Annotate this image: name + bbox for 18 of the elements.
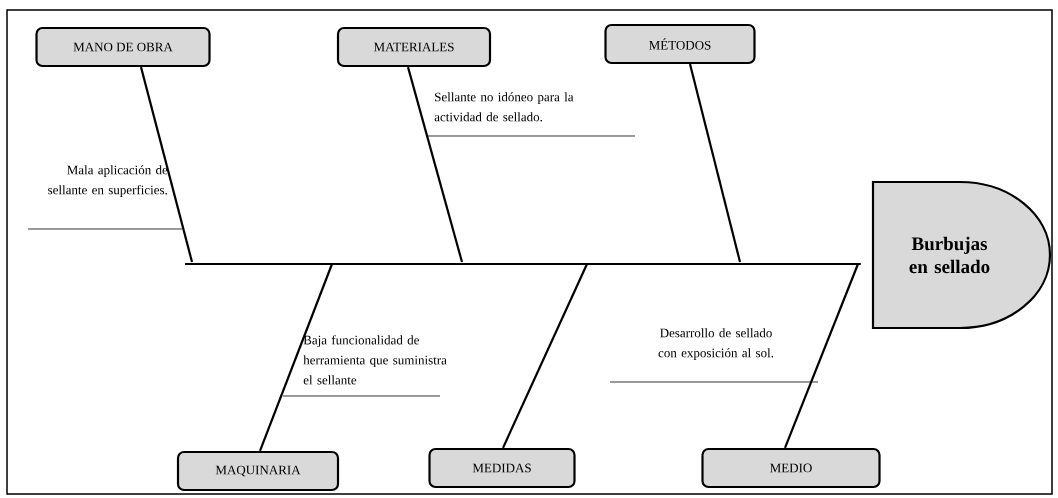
category-box: MÉTODOS	[604, 23, 756, 65]
cause-text: Mala aplicación de sellante en superficies.	[27, 165, 183, 230]
category-box: MATERIALES	[336, 26, 492, 68]
bone-line	[502, 263, 588, 449]
cause-text: Sellante no idóneo para la actividad de sellado.	[427, 92, 636, 137]
effect-head: Burbujas en sellado	[871, 180, 1052, 330]
category-box: MAQUINARIA	[176, 450, 340, 492]
category-box: MANO DE OBRA	[35, 26, 211, 68]
bone-line	[406, 66, 464, 263]
bone-line	[783, 263, 860, 449]
bone-line	[185, 262, 861, 266]
bone-line	[688, 63, 742, 263]
category-box: MEDIDAS	[428, 447, 576, 489]
category-box: MEDIO	[701, 447, 881, 489]
cause-text: Desarrollo de sellado con exposición al sol.	[609, 328, 819, 383]
bone-line	[139, 66, 194, 263]
cause-text: Baja funcionalidad de herramienta que suministra el sellante	[282, 335, 447, 397]
bone-line	[259, 263, 334, 452]
